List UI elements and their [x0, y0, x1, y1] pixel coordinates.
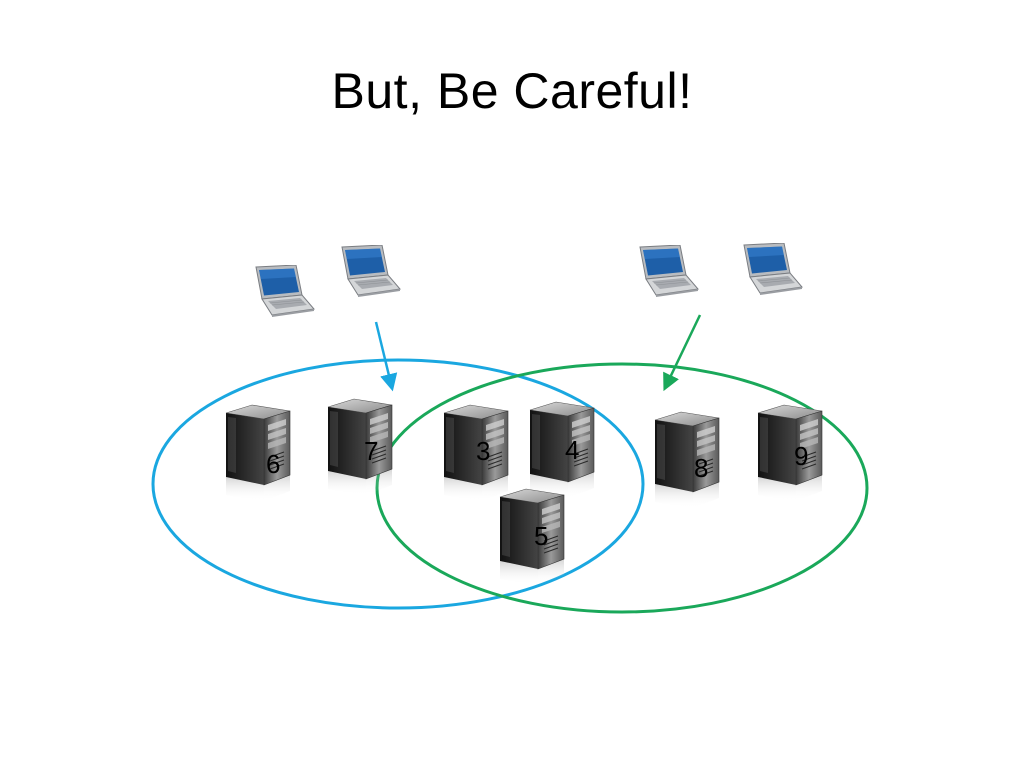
server-5: 5: [499, 488, 565, 586]
blue-request-arrow: [374, 321, 398, 392]
server-7: 7: [327, 398, 393, 496]
server-label: 4: [565, 435, 579, 465]
server-label: 8: [694, 453, 708, 483]
server-tower-icon: [499, 488, 565, 586]
laptop-icon: [743, 243, 803, 295]
server-3: 3: [443, 404, 509, 502]
server-tower-icon: [757, 404, 823, 502]
server-label: 9: [794, 441, 808, 471]
server-6: 6: [225, 404, 291, 502]
green-request-arrow: [663, 314, 702, 392]
server-8: 8: [654, 411, 720, 509]
laptop-icon: [255, 265, 315, 317]
server-label: 3: [476, 436, 490, 466]
laptop-icon: [639, 245, 699, 297]
laptop-icon: [341, 245, 401, 297]
server-label: 7: [364, 436, 378, 466]
blue-group-ellipse: [151, 358, 645, 610]
server-tower-icon: [529, 401, 595, 499]
server-label: 5: [534, 521, 548, 551]
server-tower-icon: [654, 411, 720, 509]
server-label: 6: [266, 449, 280, 479]
server-tower-icon: [327, 398, 393, 496]
slide-title: But, Be Careful!: [331, 63, 693, 119]
server-9: 9: [757, 404, 823, 502]
server-4: 4: [529, 401, 595, 499]
